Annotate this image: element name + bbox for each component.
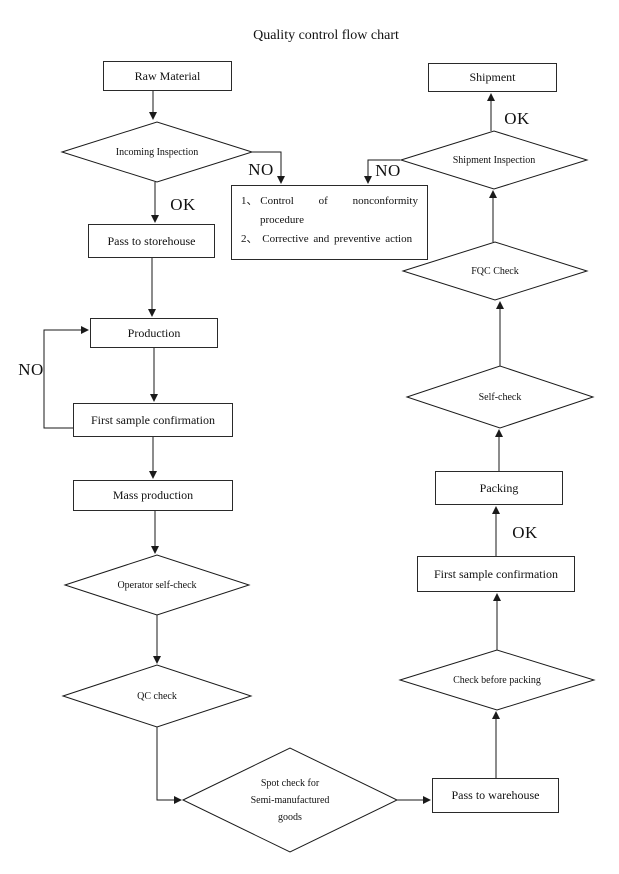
- node-label: First sample confirmation: [91, 412, 215, 427]
- connector-shipment-inspection-no-to-nonconformity: [364, 159, 400, 184]
- fqc-check-diamond: [401, 241, 589, 301]
- node-mass-production: Mass production: [73, 480, 233, 511]
- note-text: of: [318, 195, 328, 207]
- node-label: First sample confirmation: [434, 566, 558, 581]
- edge-label-no-shipment-inspection: NO: [375, 161, 401, 180]
- node-first-sample-confirmation-left: First sample confirmation: [73, 403, 233, 437]
- note-text: nonconformity: [352, 195, 418, 207]
- connector-qc-check-to-spot-check: [156, 727, 182, 804]
- node-label: Pass to warehouse: [451, 788, 540, 802]
- node-first-sample-confirmation-right: First sample confirmation: [417, 556, 575, 592]
- edge-label-ok-shipment-inspection: OK: [504, 109, 530, 128]
- node-nonconformity-procedure: 1、 Control of nonconformity procedure 2、…: [231, 185, 428, 260]
- nonconformity-line-1: 1、 Control of nonconformity: [241, 192, 418, 211]
- connector-first-sample-left-no-loop-to-production: [43, 326, 89, 429]
- note-text: 1、 Control: [241, 195, 294, 207]
- node-packing: Packing: [435, 471, 563, 505]
- connector-incoming-inspection-no-to-nonconformity: [252, 151, 285, 184]
- incoming-inspection-diamond: [60, 121, 254, 183]
- node-shipment: Shipment: [428, 63, 557, 92]
- check-before-packing-diamond: [398, 649, 596, 711]
- edge-label-no-production-loop: NO: [18, 360, 44, 379]
- nonconformity-line-3: 2、 Corrective and preventive action: [241, 233, 413, 245]
- node-pass-to-storehouse: Pass to storehouse: [88, 224, 215, 258]
- edge-label-no-incoming: NO: [248, 160, 274, 179]
- operator-self-check-diamond: [63, 554, 251, 616]
- page-title: Quality control flow chart: [253, 28, 399, 43]
- node-label: Production: [127, 325, 181, 340]
- node-label: Mass production: [112, 488, 194, 502]
- node-label: Packing: [479, 480, 519, 495]
- node-raw-material: Raw Material: [103, 61, 232, 91]
- edge-label-ok-first-sample-right: OK: [512, 523, 538, 542]
- nonconformity-line-2: procedure: [260, 214, 304, 226]
- spot-check-diamond: [181, 747, 399, 853]
- shipment-inspection-diamond: [399, 130, 589, 190]
- self-check-diamond: [405, 365, 595, 429]
- qc-check-diamond: [61, 664, 253, 728]
- node-pass-to-warehouse: Pass to warehouse: [432, 778, 559, 813]
- node-label: Shipment: [469, 70, 516, 84]
- node-production: Production: [90, 318, 218, 348]
- node-label: Pass to storehouse: [107, 233, 196, 248]
- node-label: Raw Material: [134, 68, 201, 83]
- edge-label-ok-incoming: OK: [170, 195, 196, 214]
